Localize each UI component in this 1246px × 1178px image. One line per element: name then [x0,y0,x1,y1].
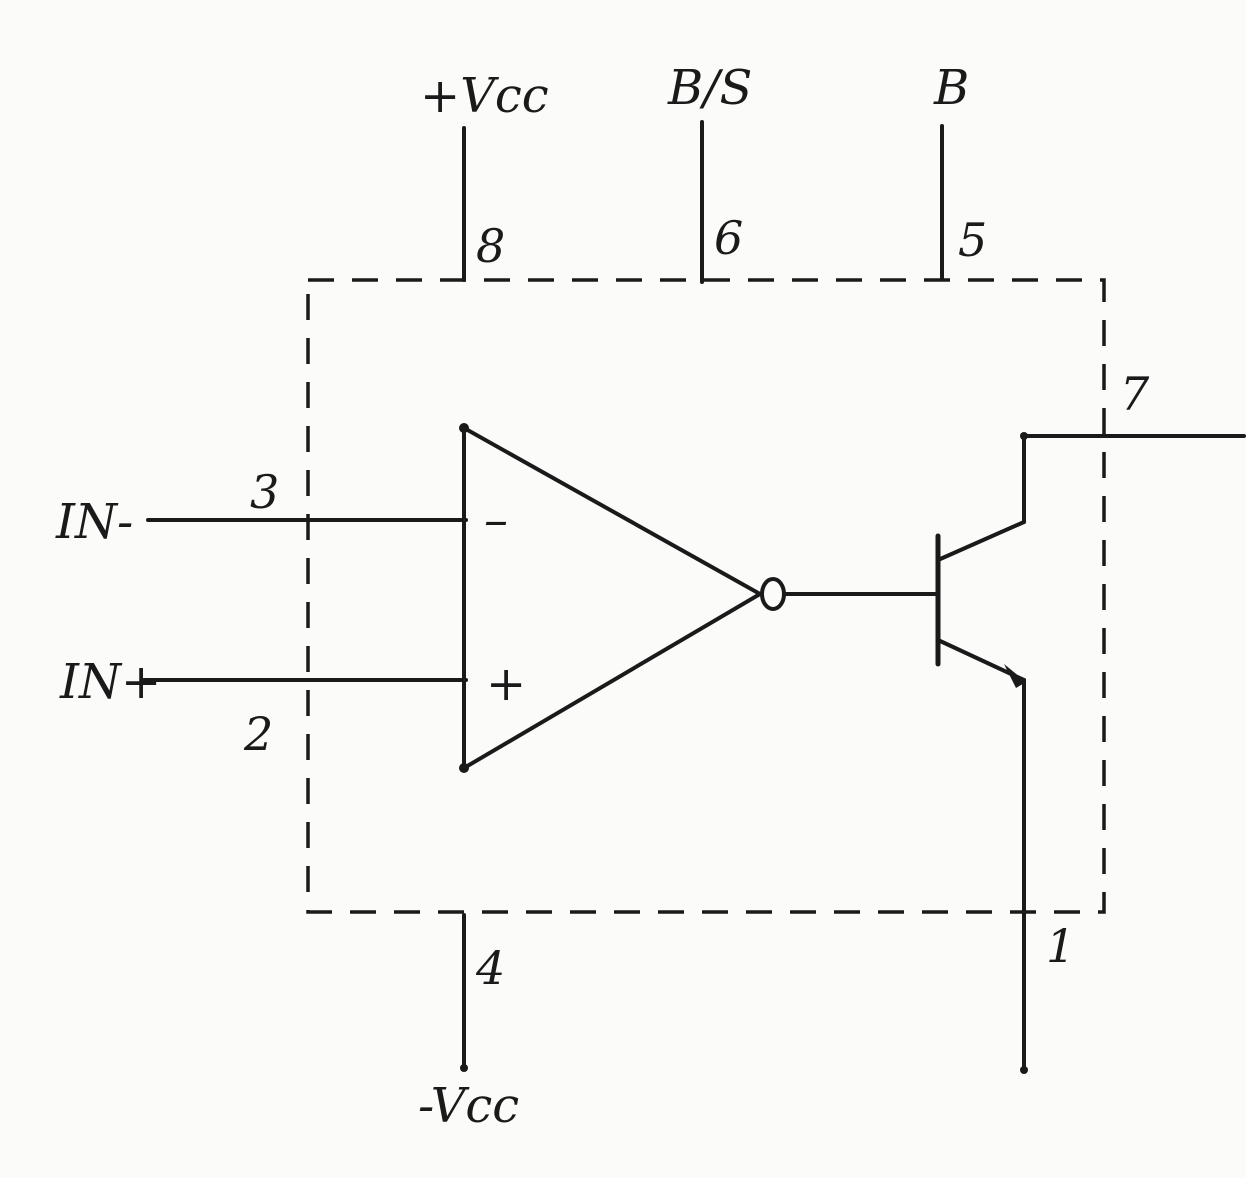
opamp-plus-sign: + [486,656,526,712]
emitter-arrow-icon [1004,664,1026,688]
opamp-corner-top [459,423,469,433]
label-vcc-pos: +Vcc [420,68,549,124]
pin-number-2: 2 [243,707,273,761]
opamp-lower-edge [462,592,762,770]
pin-number-1: 1 [1046,919,1075,973]
label-b: B [933,60,969,116]
label-in-plus: IN+ [59,654,161,710]
opamp-corner-bottom [459,763,469,773]
label-in-minus: IN- [55,494,133,550]
opamp-minus-sign: – [484,492,508,548]
pin1-terminal [1020,1066,1028,1074]
transistor-collector [936,520,1026,562]
pin4-terminal [460,1064,468,1072]
pin-number-5: 5 [958,213,987,267]
pin-number-7: 7 [1120,367,1150,421]
label-vcc-neg: -Vcc [418,1078,519,1134]
pin7-lead [1022,434,1246,524]
package-outline [306,278,1106,914]
pin-number-6: 6 [714,211,743,265]
pin-number-4: 4 [475,941,505,995]
pin-number-3: 3 [250,465,279,519]
label-bs: B/S [667,60,752,116]
pin7-node [1020,432,1028,440]
pin-number-8: 8 [476,219,505,273]
opamp-inversion-bubble [760,577,786,611]
opamp-upper-edge [462,426,762,596]
